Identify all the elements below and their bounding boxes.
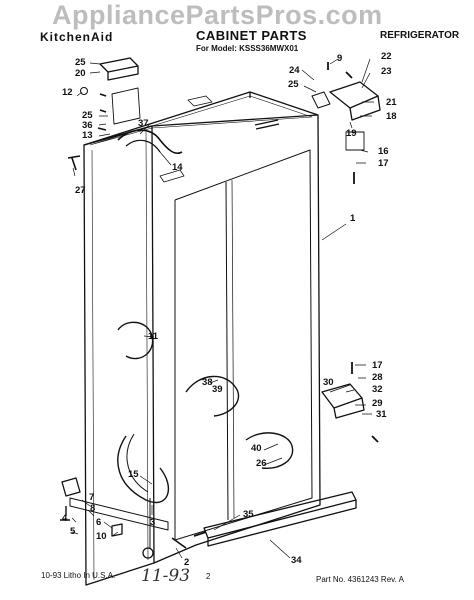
wire-harness-top (117, 129, 183, 155)
tube-11 (117, 321, 154, 360)
drain-tube-left (117, 435, 170, 503)
callout-19: 19 (346, 128, 357, 139)
bracket-20 (99, 57, 139, 73)
callout-22: 22 (381, 51, 392, 62)
callout-5: 5 (70, 526, 76, 537)
callout-10: 10 (96, 531, 107, 542)
cabinet-back (153, 114, 321, 564)
callout-2: 2 (184, 557, 190, 568)
watermark-text: AppliancePartsPros.com (52, 0, 383, 30)
callout-32: 32 (372, 384, 383, 395)
callout-40: 40 (251, 443, 262, 454)
callout-30: 30 (323, 377, 334, 388)
callout-4: 4 (62, 513, 68, 524)
callout-31: 31 (376, 409, 387, 420)
part-number: Part No. 4361243 Rev. A (316, 575, 404, 584)
callout-38: 38 (202, 377, 213, 388)
callout-35: 35 (243, 509, 254, 520)
cabinet-liner (174, 149, 313, 541)
callout-8: 8 (90, 503, 96, 514)
brand-logo: KitchenAid (40, 30, 114, 44)
page-title: CABINET PARTS (196, 28, 307, 43)
page-number: 2 (206, 572, 211, 581)
model-line: For Model: KSSS36MWX01 (196, 44, 299, 53)
panel-36 (111, 87, 141, 125)
callout-36: 36 (82, 120, 93, 131)
handwritten-date: 11-93 (141, 566, 191, 586)
callout-25: 25 (82, 110, 93, 121)
callout-21: 21 (386, 97, 397, 108)
callout-23: 23 (381, 66, 392, 77)
callout-34: 34 (291, 555, 302, 566)
callout-1: 1 (350, 213, 356, 224)
section-label: REFRIGERATOR (380, 30, 460, 41)
lower-bracket (69, 497, 169, 531)
callout-20: 20 (75, 68, 86, 79)
callout-28: 28 (372, 372, 383, 383)
callout-18: 18 (386, 111, 397, 122)
callout-25: 25 (288, 79, 299, 90)
top-vent (187, 95, 213, 107)
center-divider (225, 181, 229, 521)
callout-26: 26 (256, 458, 267, 469)
callout-13: 13 (82, 130, 93, 141)
drain-tube-right (245, 432, 294, 469)
tube-38 (185, 375, 240, 417)
callout-6: 6 (96, 517, 102, 528)
callout-7: 7 (89, 492, 95, 503)
callout-15: 15 (128, 469, 139, 480)
callout-39: 39 (212, 384, 223, 395)
callout-12: 12 (62, 87, 73, 98)
callout-14: 14 (172, 162, 183, 173)
callout-11: 11 (148, 331, 159, 342)
litho-note: 10-93 Litho In U.S.A. (41, 571, 116, 580)
callout-17: 17 (378, 158, 389, 169)
callout-25: 25 (75, 57, 86, 68)
callout-17: 17 (372, 360, 383, 371)
callout-16: 16 (378, 146, 389, 157)
hinge-top (329, 81, 379, 109)
callout-3: 3 (150, 517, 156, 528)
callout-27: 27 (75, 185, 86, 196)
callout-24: 24 (289, 65, 300, 76)
callout-9: 9 (337, 53, 343, 64)
base-rail (203, 491, 357, 539)
callout-37: 37 (138, 118, 149, 129)
callout-29: 29 (372, 398, 383, 409)
